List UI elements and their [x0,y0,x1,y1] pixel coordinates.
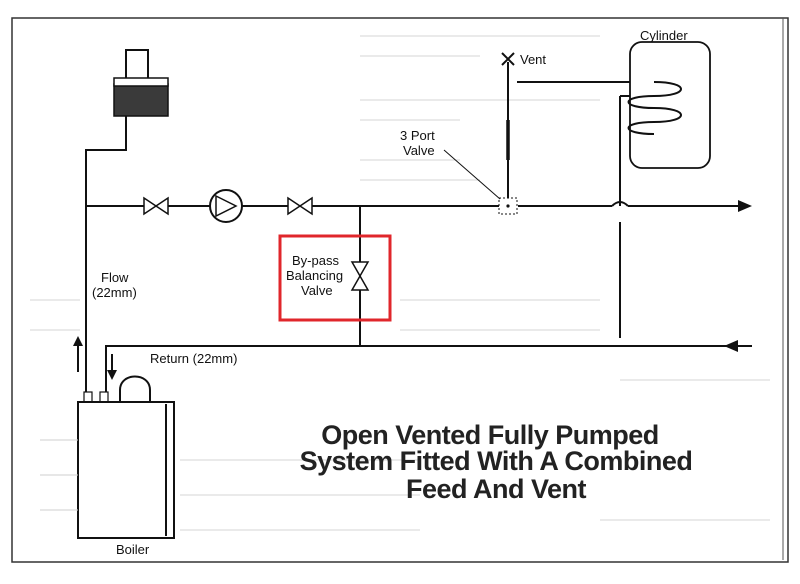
bypass-label-line3: Valve [301,283,333,298]
background-text-artifacts [30,35,770,531]
flow-arrow-right [738,200,752,212]
return-direction-arrow [107,354,117,380]
return-label: Return (22mm) [150,351,237,366]
ghost-table [40,439,78,511]
boiler [77,375,175,539]
bypass-balancing-valve-icon [350,261,370,291]
feed-and-vent-tank [85,49,169,395]
diagram-title-line1: Open Vented Fully Pumped [321,420,659,450]
pump-isolating-valve-right [287,196,313,216]
boiler-label: Boiler [116,542,150,557]
bypass-highlight-box [278,234,392,322]
flow-label-line1: Flow [101,270,129,285]
three-port-valve-leader [443,149,501,200]
vent-label: Vent [520,52,546,67]
vent-x-icon [501,52,515,66]
pump-isolating-valve-left [143,196,169,216]
page-frame [11,17,789,563]
bypass-label-line2: Balancing [286,268,343,283]
return-pipe [105,345,752,395]
cylinder-label: Cylinder [640,28,688,43]
three-port-valve-spindle [506,204,510,208]
bypass-label-line1: By-pass [292,253,339,268]
circulating-pump [209,189,243,223]
diagram-title-line3: Feed And Vent [406,474,587,504]
diagram-title-line2: System Fitted With A Combined [300,446,693,476]
three-port-valve-label-line2: Valve [403,143,435,158]
return-arrow-left [724,340,738,352]
flow-direction-arrow [73,336,83,372]
three-port-valve-label-line1: 3 Port [400,128,435,143]
flow-label-line2: (22mm) [92,285,137,300]
hot-water-cylinder [627,41,711,169]
flow-pipe [86,201,738,207]
